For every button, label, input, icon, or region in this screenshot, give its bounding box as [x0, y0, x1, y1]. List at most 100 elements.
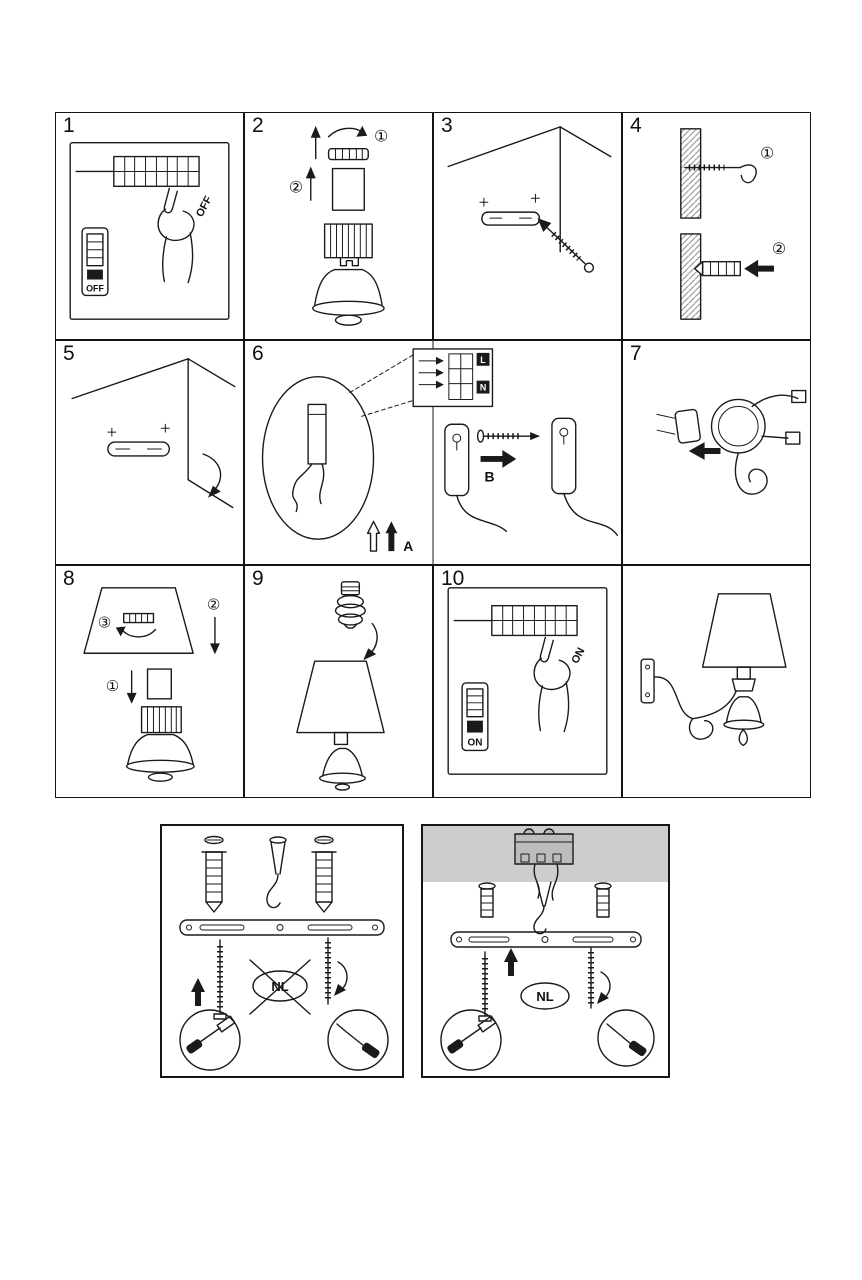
hook-screw-drawing	[684, 164, 757, 184]
cap-drawing	[327, 147, 369, 161]
wall-corner	[447, 126, 612, 253]
cover-drawing	[331, 167, 365, 211]
mounting-bar	[450, 931, 642, 948]
switch-drawing: ON	[461, 682, 489, 752]
panel-number: 3	[441, 114, 453, 137]
wall-section-bottom	[680, 233, 702, 320]
long-screw	[478, 951, 492, 1022]
threaded-rod	[325, 937, 348, 1005]
screw-head-right	[314, 835, 334, 845]
step-1-badge: ①	[106, 679, 119, 695]
step-3-badge: ③	[98, 615, 111, 631]
screw-b-drawing	[476, 429, 541, 443]
panel-number: 8	[63, 567, 75, 590]
wall-plug-left	[201, 851, 227, 913]
up-arrow	[504, 948, 518, 976]
direction-a-label: A	[403, 538, 413, 554]
wall-section-top	[680, 128, 702, 219]
panel-number: 4	[630, 114, 642, 137]
detail-panel-left: NL	[160, 824, 404, 1078]
threaded-rod	[588, 947, 611, 1009]
long-screw	[213, 939, 227, 1020]
wall-plug-right	[311, 851, 337, 913]
panel-number: 6	[252, 342, 264, 365]
screwdriver-circle-left	[440, 1009, 502, 1071]
insert-bulb-illustration	[296, 581, 385, 791]
down-arrow-2	[209, 616, 220, 655]
shade-drawing	[296, 660, 385, 734]
lamp-base-drawing	[312, 268, 385, 326]
screw-head-left	[204, 835, 224, 845]
screwdriver-circle-right	[327, 1009, 389, 1071]
toggle-hook	[266, 836, 287, 909]
step-panel-6: 6	[244, 340, 622, 565]
cover-drawing	[146, 668, 173, 700]
ring-drawing	[115, 612, 157, 638]
detail-panel-right: NL	[421, 824, 670, 1078]
on-label: ON	[569, 646, 587, 666]
level-bracket-illustration	[71, 358, 236, 509]
mounting-bar	[179, 919, 385, 936]
toggle-hook	[533, 881, 552, 935]
wall-corner	[71, 358, 236, 509]
insert-arrow	[363, 622, 378, 661]
panel-number: 1	[63, 114, 75, 137]
switch-on-label: ON	[468, 737, 483, 748]
candle-drawing	[723, 666, 765, 747]
nl-crossed-badge: NL	[249, 959, 311, 1015]
step-1-badge: ①	[760, 146, 774, 163]
switch-off-label: OFF	[86, 283, 104, 293]
step-2-badge: ②	[772, 241, 786, 258]
step-panel-10: 10 ON	[433, 565, 622, 798]
wall-plate	[640, 658, 655, 704]
neutral-label: N	[480, 383, 486, 393]
bracket-drawing	[479, 193, 541, 226]
off-label: OFF	[194, 194, 215, 219]
remove-cover-illustration: ① ②	[289, 125, 388, 326]
step-panel-9: 9	[244, 565, 433, 798]
inner-frame	[69, 142, 230, 320]
terminal-detail: L N	[412, 348, 494, 408]
callout-line-bottom	[361, 399, 414, 417]
panel-number: 9	[252, 567, 264, 590]
live-label: L	[480, 355, 486, 365]
inner-frame	[447, 587, 608, 775]
mounting-detail-right-illustration: NL	[423, 826, 668, 1071]
wall-plug-drawing	[693, 260, 741, 277]
down-arrow-1	[126, 670, 137, 704]
hand-drawing	[157, 187, 195, 284]
step-panel-8: 8 ③ ② ①	[55, 565, 244, 798]
panel-number: 7	[630, 342, 642, 365]
junction-box	[514, 828, 574, 865]
rotate-arrow	[202, 453, 222, 498]
step-2-badge: ②	[207, 598, 220, 614]
magnifier-detail	[261, 375, 375, 540]
steps-grid: 1 OFF	[55, 112, 811, 798]
step-1-badge: ①	[374, 129, 388, 146]
arrow-a-solid	[385, 521, 398, 552]
cfl-bulb-drawing	[334, 581, 366, 629]
finished-wall-lamp-illustration	[640, 593, 787, 747]
callout-line-top	[349, 354, 414, 394]
step-2-badge: ②	[289, 179, 303, 196]
nl-badge: NL	[520, 982, 570, 1010]
power-on-illustration: ON ON	[447, 587, 608, 775]
terminal-holder-drawing	[140, 706, 182, 734]
scroll-arm	[734, 389, 807, 495]
step-panel-5: 5	[55, 340, 244, 565]
finished-fixture-panel	[622, 565, 811, 798]
terminal-block-drawing	[453, 604, 578, 637]
step-panel-3: 3	[433, 112, 622, 340]
mounting-detail-left-illustration: NL	[179, 835, 389, 1071]
terminal-holder-drawing	[323, 223, 373, 267]
up-arrow-1	[310, 125, 321, 160]
step-panel-2: 2 ① ②	[244, 112, 433, 340]
plug-screw-right	[594, 882, 612, 918]
bracket-to-wall-illustration	[447, 126, 612, 273]
plug-screw-left	[478, 882, 496, 918]
screwdriver-circle-right	[597, 1009, 655, 1067]
shade-drawing	[701, 593, 787, 668]
switch-drawing: OFF	[81, 227, 109, 297]
step-panel-1: 1 OFF	[55, 112, 244, 340]
